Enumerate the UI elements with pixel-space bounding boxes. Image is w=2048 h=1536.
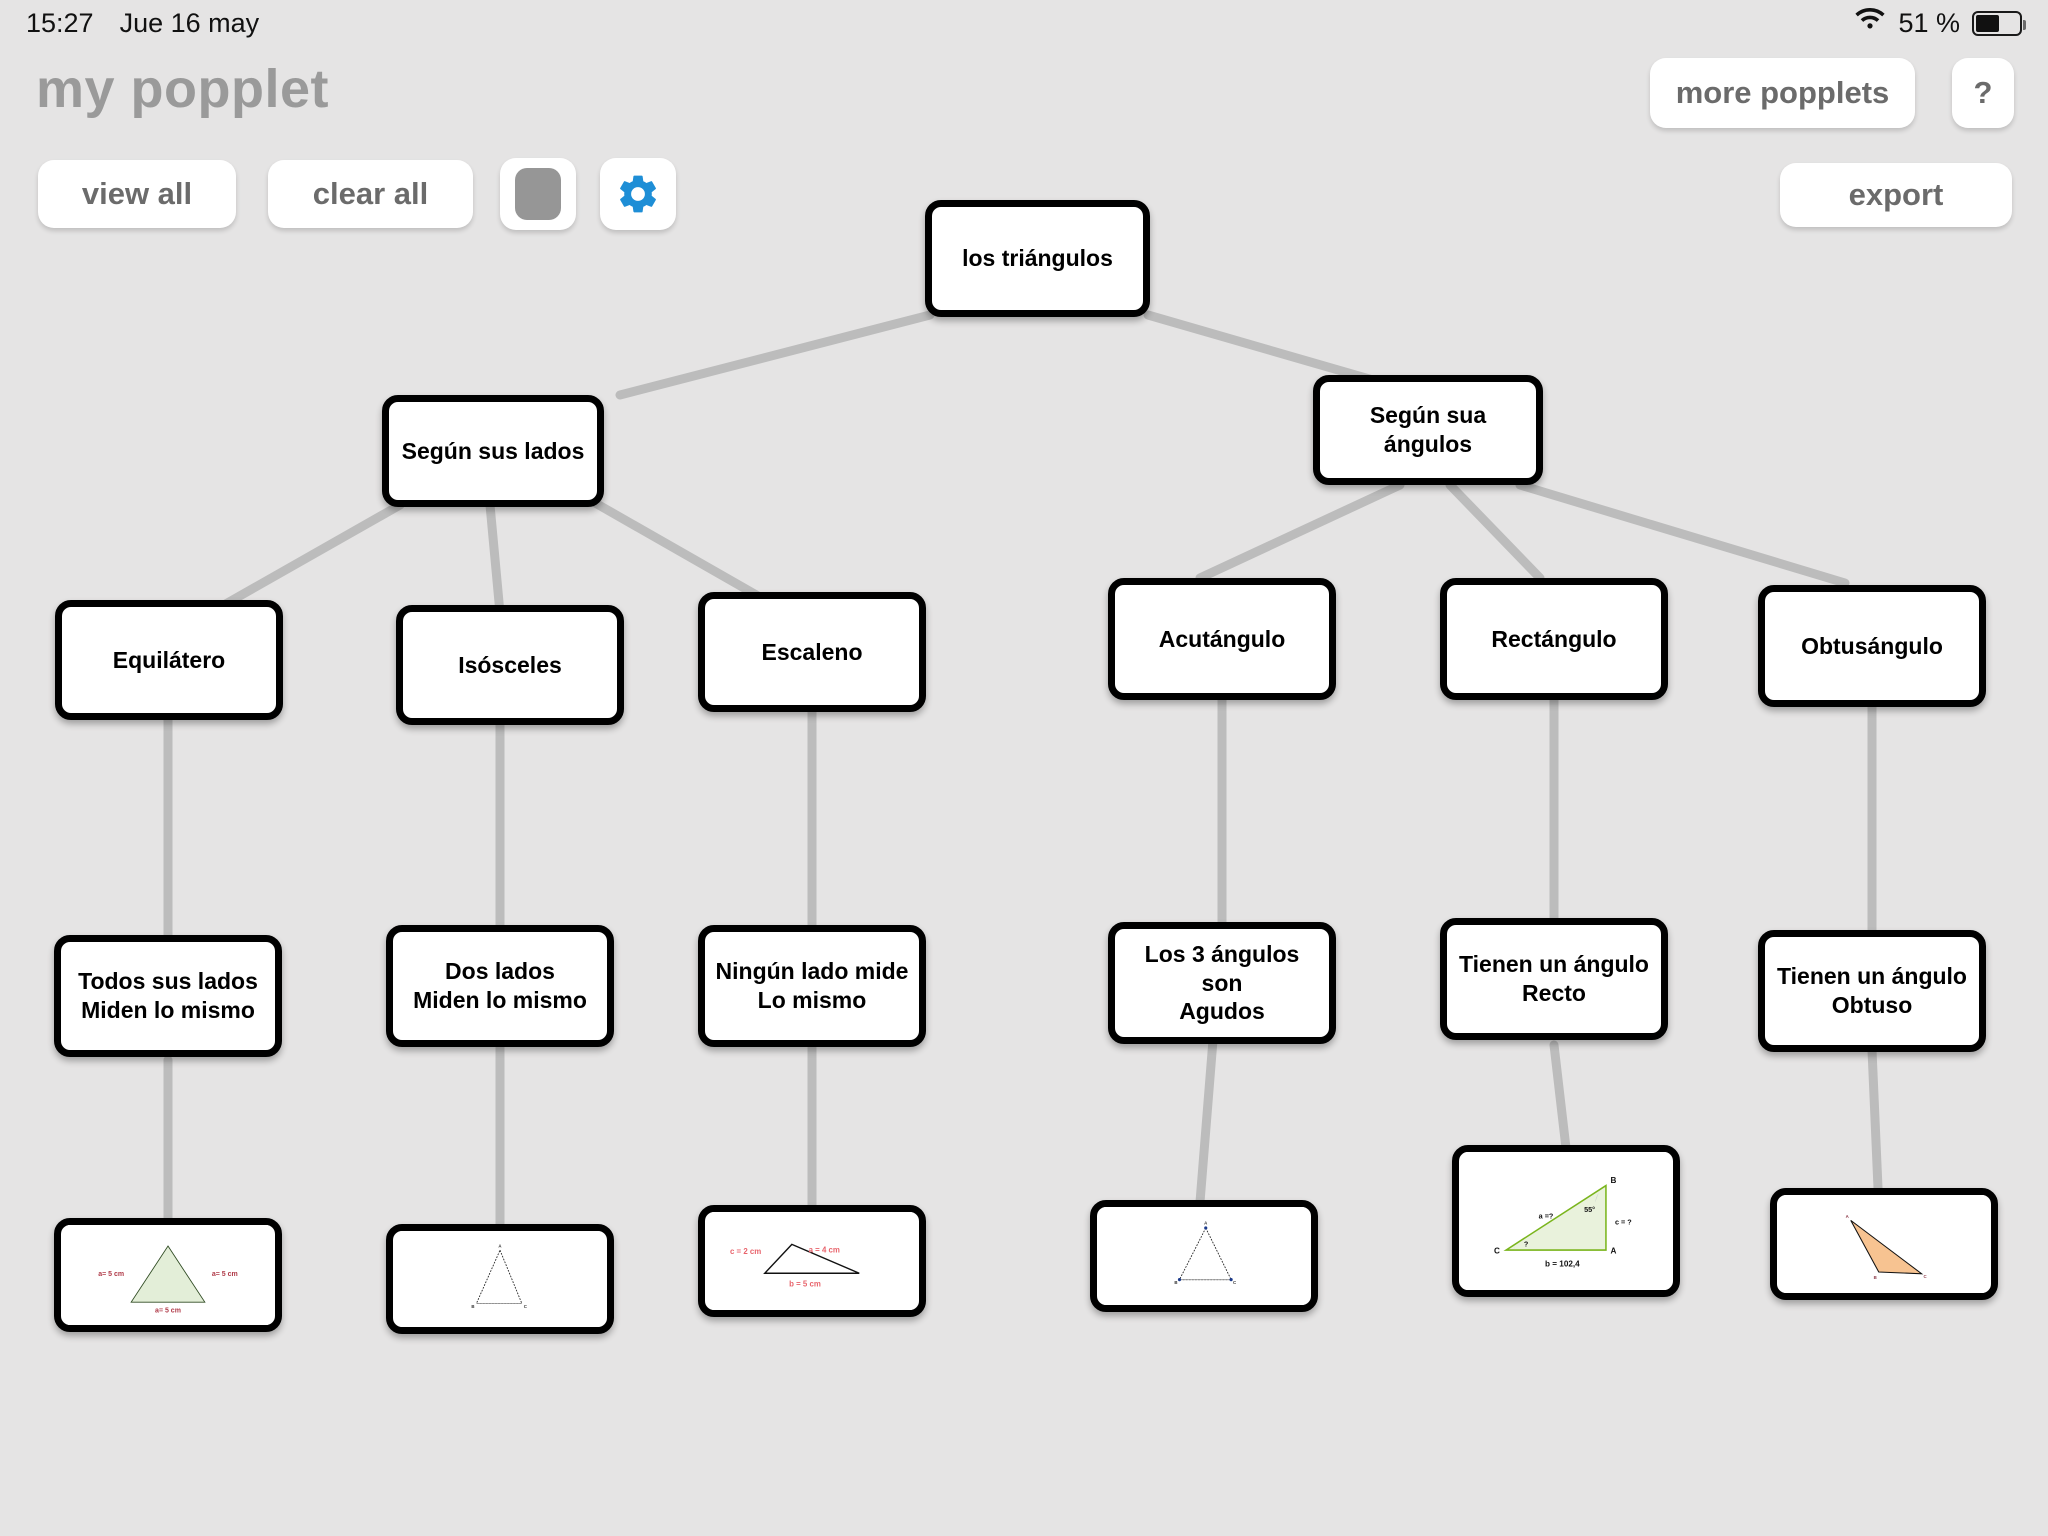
status-bar: 15:27 Jue 16 may 51 % bbox=[0, 0, 2048, 46]
node-label: los triángulos bbox=[962, 245, 1113, 272]
more-popplets-button[interactable]: more popplets bbox=[1650, 58, 1915, 128]
figure-scalene-triangle[interactable]: c = 2 cm a = 4 cm b = 5 cm bbox=[698, 1205, 926, 1317]
figure-label-bottom: b = 5 cm bbox=[789, 1279, 821, 1288]
status-time: 15:27 bbox=[26, 7, 94, 38]
color-swatch-button[interactable] bbox=[500, 158, 576, 230]
node-obtusangulo-description[interactable]: Tienen un ángulo Obtuso bbox=[1758, 930, 1986, 1052]
figure-angle-b: 55° bbox=[1584, 1205, 1595, 1214]
node-label: Ningún lado mide Lo mismo bbox=[715, 958, 909, 1013]
export-button[interactable]: export bbox=[1780, 163, 2012, 227]
app-title: my popplet bbox=[36, 59, 330, 119]
figure-angle-c: ? bbox=[1524, 1239, 1529, 1248]
node-label: Todos sus lados Miden lo mismo bbox=[78, 968, 258, 1023]
figure-vertex-right: C bbox=[1924, 1274, 1928, 1279]
node-branch-sides[interactable]: Según sus lados bbox=[382, 395, 604, 507]
node-equilatero[interactable]: Equilátero bbox=[55, 600, 283, 720]
figure-vertex-b: B bbox=[1610, 1176, 1616, 1185]
node-obtusangulo[interactable]: Obtusángulo bbox=[1758, 585, 1986, 707]
status-bar-left: 15:27 Jue 16 may bbox=[26, 8, 259, 39]
node-root[interactable]: los triángulos bbox=[925, 200, 1150, 317]
figure-label-bottom: a= 5 cm bbox=[155, 1308, 181, 1315]
figure-label-left: a= 5 cm bbox=[98, 1271, 124, 1278]
battery-percent: 51 % bbox=[1898, 7, 1960, 38]
figure-vertex-apex: A bbox=[498, 1244, 502, 1249]
acute-triangle-diagram: A B C bbox=[1104, 1207, 1304, 1305]
figure-obtuse-triangle[interactable]: A B C bbox=[1770, 1188, 1998, 1300]
figure-vertex-left: B bbox=[471, 1304, 474, 1309]
view-all-button[interactable]: view all bbox=[38, 160, 236, 228]
wifi-icon bbox=[1854, 7, 1886, 39]
isosceles-triangle-diagram: A B C bbox=[400, 1231, 600, 1327]
node-isosceles-description[interactable]: Dos lados Miden lo mismo bbox=[386, 925, 614, 1047]
status-date: Jue 16 may bbox=[119, 7, 260, 38]
node-label: Según sua ángulos bbox=[1369, 402, 1487, 457]
node-acutangulo-description[interactable]: Los 3 ángulos son Agudos bbox=[1108, 922, 1336, 1044]
settings-button[interactable] bbox=[600, 158, 676, 230]
right-triangle-diagram: B A C 55° ? a =? c = ? b = 102,4 bbox=[1462, 1152, 1670, 1290]
node-label: Dos lados Miden lo mismo bbox=[413, 958, 587, 1013]
figure-side-b: b = 102,4 bbox=[1545, 1259, 1580, 1268]
figure-vertex-right: C bbox=[1233, 1280, 1237, 1285]
figure-vertex-apex: A bbox=[1846, 1214, 1850, 1219]
gear-icon bbox=[615, 171, 661, 217]
node-label: Rectángulo bbox=[1491, 625, 1617, 652]
figure-side-c: c = ? bbox=[1615, 1218, 1632, 1227]
node-label: Isósceles bbox=[458, 651, 562, 678]
node-label: Equilátero bbox=[112, 646, 226, 673]
figure-vertex-c: C bbox=[1494, 1247, 1500, 1256]
battery-icon bbox=[1972, 10, 2026, 36]
figure-vertex-right: C bbox=[524, 1304, 528, 1309]
figure-vertex-apex: A bbox=[1204, 1221, 1208, 1226]
help-button[interactable]: ? bbox=[1952, 58, 2014, 128]
node-label: Obtusángulo bbox=[1801, 632, 1943, 659]
figure-vertex-left: B bbox=[1174, 1280, 1177, 1285]
figure-label-right: a= 5 cm bbox=[212, 1271, 238, 1278]
figure-isosceles-triangle[interactable]: A B C bbox=[386, 1224, 614, 1334]
figure-vertex-a: A bbox=[1610, 1247, 1616, 1256]
figure-equilateral-triangle[interactable]: a= 5 cm a= 5 cm a= 5 cm bbox=[54, 1218, 282, 1332]
node-isosceles[interactable]: Isósceles bbox=[396, 605, 624, 725]
scalene-triangle-diagram: c = 2 cm a = 4 cm b = 5 cm bbox=[712, 1212, 912, 1310]
figure-side-a: a =? bbox=[1539, 1211, 1554, 1220]
status-bar-right: 51 % bbox=[1854, 7, 2026, 39]
node-rectangulo[interactable]: Rectángulo bbox=[1440, 578, 1668, 700]
node-escaleno[interactable]: Escaleno bbox=[698, 592, 926, 712]
node-escaleno-description[interactable]: Ningún lado mide Lo mismo bbox=[698, 925, 926, 1047]
node-label: Según sus lados bbox=[401, 437, 585, 464]
node-rectangulo-description[interactable]: Tienen un ángulo Recto bbox=[1440, 918, 1668, 1040]
clear-all-button[interactable]: clear all bbox=[268, 160, 473, 228]
node-label: Tienen un ángulo Recto bbox=[1459, 951, 1649, 1006]
figure-right-triangle[interactable]: B A C 55° ? a =? c = ? b = 102,4 bbox=[1452, 1145, 1680, 1297]
figure-vertex-left: B bbox=[1874, 1275, 1877, 1280]
node-label: Acutángulo bbox=[1158, 625, 1286, 652]
color-swatch-icon bbox=[515, 168, 561, 220]
node-label: Los 3 ángulos son Agudos bbox=[1144, 940, 1300, 1025]
node-branch-angles[interactable]: Según sua ángulos bbox=[1313, 375, 1543, 485]
node-equilatero-description[interactable]: Todos sus lados Miden lo mismo bbox=[54, 935, 282, 1057]
node-label: Escaleno bbox=[761, 638, 863, 665]
figure-label-right: a = 4 cm bbox=[809, 1245, 840, 1254]
equilateral-triangle-diagram: a= 5 cm a= 5 cm a= 5 cm bbox=[68, 1225, 268, 1325]
obtuse-triangle-diagram: A B C bbox=[1784, 1195, 1984, 1293]
node-acutangulo[interactable]: Acutángulo bbox=[1108, 578, 1336, 700]
figure-acute-triangle[interactable]: A B C bbox=[1090, 1200, 1318, 1312]
figure-label-left: c = 2 cm bbox=[730, 1247, 761, 1256]
node-label: Tienen un ángulo Obtuso bbox=[1777, 963, 1967, 1018]
